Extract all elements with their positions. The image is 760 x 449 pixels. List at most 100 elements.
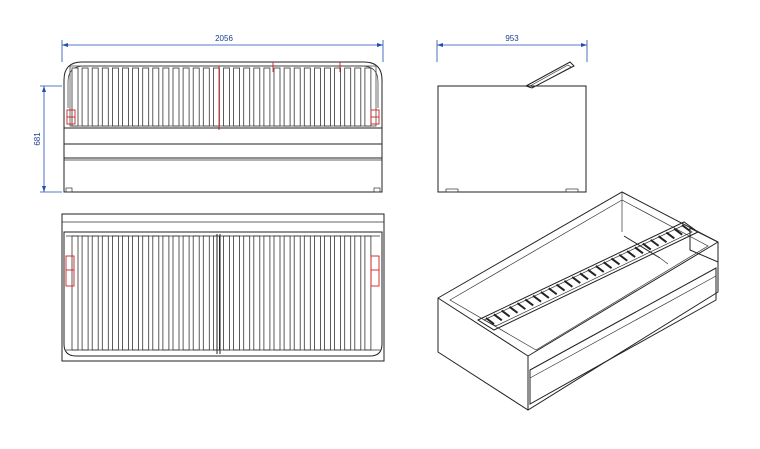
front-slat bbox=[71, 67, 79, 127]
height-dimension-label: 681 bbox=[33, 132, 42, 146]
plan-right-hinge-mark bbox=[370, 255, 380, 287]
plan-left-hinge-mark bbox=[65, 255, 75, 287]
iso-slat bbox=[595, 265, 605, 273]
front-slat bbox=[334, 67, 342, 127]
plan-slat bbox=[152, 235, 160, 351]
side-elevation-view: 953 bbox=[436, 34, 588, 193]
front-slat bbox=[172, 67, 180, 127]
front-slat bbox=[112, 67, 119, 127]
plan-slat bbox=[91, 235, 99, 351]
front-slat bbox=[101, 67, 109, 127]
plan-slat bbox=[253, 235, 261, 351]
front-slat bbox=[273, 67, 281, 127]
height-dimension: 681 bbox=[33, 85, 62, 193]
iso-slat bbox=[563, 279, 574, 288]
plan-slat bbox=[354, 235, 362, 351]
left-hinge-mark bbox=[66, 109, 76, 125]
plan-slat bbox=[324, 235, 331, 351]
front-slat bbox=[202, 67, 210, 127]
plan-slat bbox=[172, 235, 180, 351]
plan-slat bbox=[313, 235, 321, 351]
front-slat bbox=[313, 67, 321, 127]
iso-slat-frame bbox=[476, 221, 699, 331]
front-slat bbox=[162, 67, 170, 127]
plan-slat bbox=[364, 235, 372, 351]
front-slat bbox=[132, 67, 140, 127]
plan-slat bbox=[202, 235, 210, 351]
iso-slat bbox=[501, 309, 511, 318]
iso-slat bbox=[626, 250, 636, 258]
plan-slat bbox=[132, 235, 140, 351]
iso-slat bbox=[618, 253, 628, 262]
length-dimension: 2056 bbox=[61, 34, 384, 62]
plan-slat bbox=[223, 235, 230, 351]
plan-slat bbox=[334, 235, 342, 351]
front-slat bbox=[324, 67, 331, 127]
iso-slat bbox=[650, 239, 660, 247]
length-dimension-label: 2056 bbox=[215, 34, 233, 43]
iso-slat bbox=[610, 257, 621, 266]
iso-slat bbox=[665, 231, 675, 240]
plan-slat bbox=[243, 235, 251, 351]
front-elevation-view: 2056 681 bbox=[33, 34, 384, 193]
front-slat bbox=[253, 67, 261, 127]
plan-slat bbox=[122, 235, 129, 351]
front-slat bbox=[243, 67, 251, 127]
front-slat bbox=[152, 67, 160, 127]
front-slat bbox=[263, 67, 271, 127]
plan-slat bbox=[273, 235, 281, 351]
plan-slat bbox=[101, 235, 109, 351]
front-slat bbox=[344, 67, 352, 127]
iso-slat bbox=[493, 313, 503, 322]
plan-slat bbox=[182, 235, 190, 351]
front-slat bbox=[283, 67, 291, 127]
front-slat bbox=[182, 67, 190, 127]
plan-slat bbox=[263, 235, 271, 351]
plan-slat bbox=[71, 235, 79, 351]
plan-slat bbox=[192, 235, 200, 351]
iso-slat bbox=[657, 235, 668, 243]
front-slat bbox=[364, 67, 372, 127]
plan-slat bbox=[293, 235, 301, 351]
plan-slat-group bbox=[71, 235, 372, 351]
iso-slat bbox=[516, 302, 526, 310]
front-slat-group bbox=[71, 67, 372, 127]
right-hinge-mark bbox=[370, 109, 380, 125]
iso-slat bbox=[642, 242, 652, 251]
iso-slat bbox=[540, 291, 550, 299]
front-slat bbox=[293, 67, 301, 127]
iso-slat bbox=[579, 272, 589, 281]
iso-slat bbox=[634, 246, 644, 255]
top-plan-view bbox=[61, 213, 385, 362]
front-slat bbox=[303, 67, 311, 127]
plan-slat bbox=[112, 235, 119, 351]
depth-dimension-label: 953 bbox=[505, 34, 519, 43]
iso-slat bbox=[555, 283, 566, 292]
iso-slat bbox=[602, 261, 613, 270]
plan-slat bbox=[81, 235, 89, 351]
plan-slat bbox=[303, 235, 311, 351]
iso-slat bbox=[548, 287, 558, 296]
iso-slat bbox=[681, 224, 691, 232]
front-slat bbox=[223, 67, 230, 127]
iso-slat bbox=[673, 227, 683, 236]
plan-slat bbox=[344, 235, 352, 351]
front-slat bbox=[122, 67, 129, 127]
plan-slat bbox=[283, 235, 291, 351]
isometric-view bbox=[437, 191, 719, 411]
front-slat bbox=[142, 67, 150, 127]
plan-slat bbox=[162, 235, 170, 351]
front-slat bbox=[91, 67, 99, 127]
iso-slat bbox=[485, 317, 495, 325]
plan-slat bbox=[212, 235, 220, 351]
plan-slat bbox=[142, 235, 150, 351]
front-slat bbox=[81, 67, 89, 127]
depth-dimension: 953 bbox=[436, 34, 588, 62]
front-slat bbox=[192, 67, 200, 127]
raised-slat-frame bbox=[524, 61, 575, 89]
plan-slat bbox=[233, 235, 241, 351]
front-slat bbox=[212, 67, 220, 127]
iso-slat bbox=[532, 294, 542, 303]
iso-slat bbox=[571, 276, 581, 284]
